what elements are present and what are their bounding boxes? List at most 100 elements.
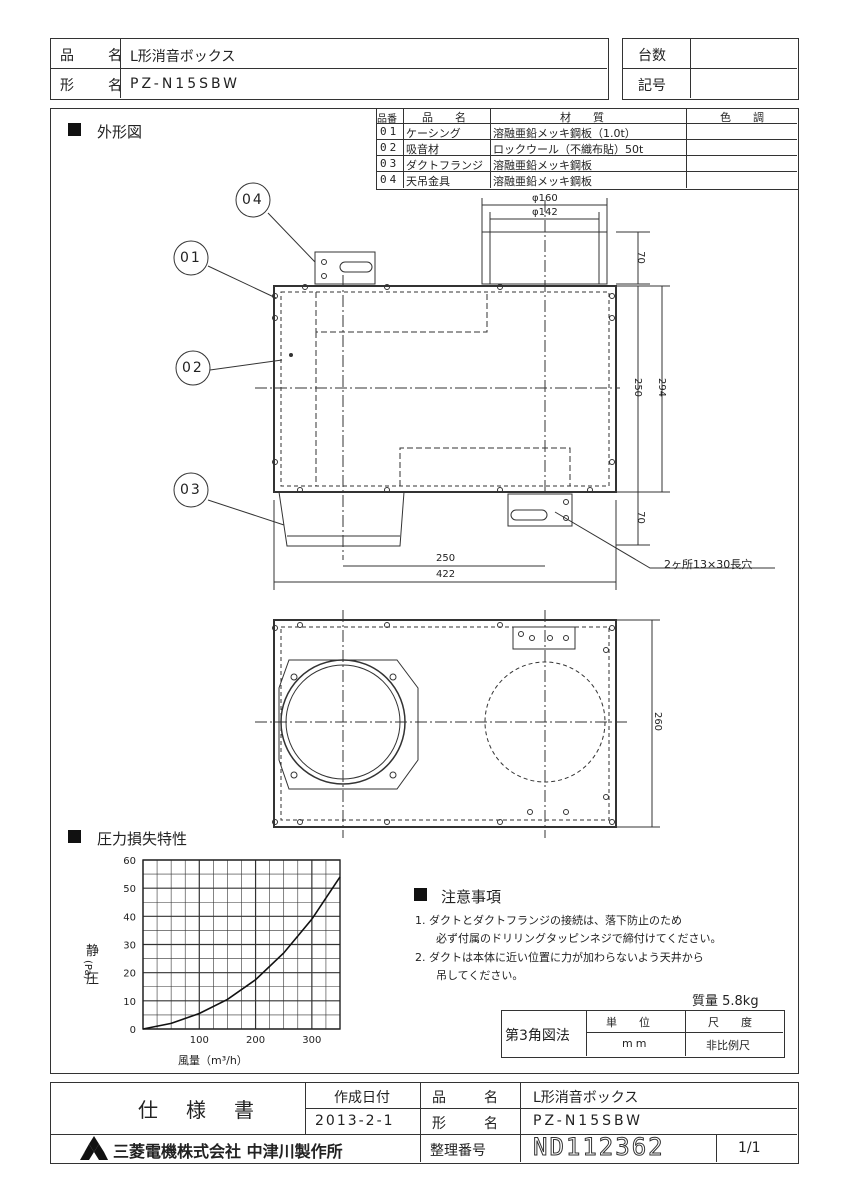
- tb-product-name-label: 品 名: [432, 1090, 510, 1106]
- parts-row-material: 溶融亜鉛メッキ鋼板: [493, 159, 592, 172]
- product-name: L形消音ボックス: [130, 49, 236, 65]
- unit-label: 単 位: [606, 1016, 650, 1029]
- note-line: 必ず付属のドリリングタッピンネジで締付けてください。: [436, 932, 722, 945]
- parts-row-name: ダクトフランジ: [406, 159, 483, 172]
- parts-table: [376, 108, 799, 190]
- parts-header-material: 材 質: [560, 111, 604, 124]
- title-block-line: [716, 1134, 717, 1162]
- scale-value: 非比例尺: [706, 1039, 750, 1052]
- projection-table: [501, 1010, 785, 1058]
- date-label: 作成日付: [334, 1090, 390, 1106]
- y-tick-label: 40: [123, 912, 136, 923]
- x-tick-label: 100: [190, 1035, 209, 1046]
- document-number: ND112362: [533, 1133, 665, 1162]
- mass-label: 質量 5.8kg: [692, 994, 759, 1009]
- section-square-icon: [414, 888, 427, 901]
- header-divider: [50, 68, 607, 69]
- parts-row-no: 03: [380, 157, 400, 170]
- mark-label: 記号: [638, 78, 666, 94]
- parts-row-no: 04: [380, 173, 400, 186]
- outline-section-title: 外形図: [97, 123, 143, 141]
- note-line: 1. ダクトとダクトフランジの接続は、落下防止のため: [415, 914, 682, 927]
- pressure-section-title: 圧力損失特性: [97, 830, 188, 848]
- parts-header-name: 品 名: [422, 111, 466, 124]
- dim-422: 422: [436, 569, 456, 580]
- callout-02: 02: [182, 360, 204, 376]
- model-label: 形 名: [60, 78, 132, 94]
- parts-table-row-line: [376, 171, 797, 172]
- projection-col-line: [586, 1010, 587, 1056]
- parts-row-material: 溶融亜鉛メッキ鋼板: [493, 175, 592, 188]
- qty-box: [622, 38, 799, 100]
- parts-row-material: ロックウール（不織布貼）50t: [493, 143, 644, 156]
- parts-table-row-line: [376, 155, 797, 156]
- pressure-loss-curve: [142, 876, 341, 1030]
- qty-col-divider: [690, 38, 691, 98]
- x-tick-label: 200: [246, 1035, 265, 1046]
- y-tick-label: 0: [130, 1025, 136, 1036]
- title-block-line: [520, 1082, 521, 1162]
- note-line: 2. ダクトは本体に近い位置に力が加わらないよう天井から: [415, 951, 704, 964]
- scale-label: 尺 度: [708, 1016, 752, 1029]
- parts-table-row-line: [376, 139, 797, 140]
- callout-01: 01: [180, 250, 202, 266]
- note-line: 吊してください。: [436, 969, 524, 982]
- ylabel-char: 圧: [86, 972, 100, 987]
- ylabel-char: 静: [86, 944, 100, 959]
- tb-model: PZ-N15SBW: [533, 1113, 643, 1129]
- notes-title: 注意事項: [441, 888, 502, 906]
- y-tick-label: 60: [123, 856, 136, 867]
- parts-row-name: 吸音材: [406, 143, 439, 156]
- model-name: PZ-N15SBW: [130, 76, 240, 92]
- title-block-line: [420, 1082, 421, 1162]
- callout-04: 04: [242, 192, 264, 208]
- unit-value: mm: [622, 1037, 650, 1050]
- parts-table-col-line: [490, 108, 491, 188]
- company-name: 三菱電機株式会社 中津川製作所: [113, 1142, 343, 1161]
- callout-03: 03: [180, 482, 202, 498]
- projection-row-line: [586, 1032, 783, 1033]
- section-square-icon: [68, 830, 81, 843]
- parts-row-name: 天吊金具: [406, 175, 450, 188]
- parts-header-no: 品番: [377, 114, 397, 125]
- section-square-icon: [68, 123, 81, 136]
- product-name-label: 品 名: [60, 48, 132, 64]
- chart-plot-frame: [142, 859, 341, 1030]
- header-col-divider: [120, 38, 121, 98]
- parts-table-row-line: [376, 123, 797, 124]
- dim-phi160: φ160: [532, 193, 558, 204]
- slot-note: 2ヶ所13×30長穴: [664, 558, 753, 571]
- x-tick-label: 300: [302, 1035, 321, 1046]
- qty-divider: [622, 68, 797, 69]
- y-tick-label: 50: [123, 884, 136, 895]
- title-block-line: [305, 1108, 797, 1109]
- quantity-label: 台数: [638, 48, 666, 64]
- page-number: 1/1: [738, 1140, 761, 1156]
- xlabel: 風量（m³/h）: [178, 1054, 248, 1067]
- parts-header-color: 色 調: [720, 111, 764, 124]
- title-block-line: [305, 1082, 306, 1134]
- dim-phi142: φ142: [532, 207, 558, 218]
- title-block-line: [50, 1134, 797, 1135]
- y-tick-label: 10: [123, 997, 136, 1008]
- y-tick-label: 20: [123, 969, 136, 980]
- tb-model-label: 形 名: [432, 1116, 510, 1132]
- doc-type: 仕 様 書: [138, 1098, 258, 1122]
- projection-col-line: [685, 1010, 686, 1056]
- dim-250-horizontal: 250: [436, 553, 456, 564]
- parts-row-material: 溶融亜鉛メッキ鋼板（1.0t）: [493, 127, 636, 140]
- header-box: [50, 38, 609, 100]
- projection-method: 第3角図法: [505, 1028, 570, 1044]
- parts-row-name: ケーシング: [406, 127, 461, 140]
- title-block: [50, 1082, 799, 1164]
- parts-table-col-line: [686, 108, 687, 188]
- date-value: 2013-2-1: [315, 1113, 395, 1129]
- parts-row-no: 01: [380, 125, 400, 138]
- parts-table-col-line: [403, 108, 404, 188]
- y-tick-label: 30: [123, 941, 136, 952]
- parts-row-no: 02: [380, 141, 400, 154]
- number-label: 整理番号: [430, 1143, 486, 1159]
- tb-product-name: L形消音ボックス: [533, 1090, 639, 1106]
